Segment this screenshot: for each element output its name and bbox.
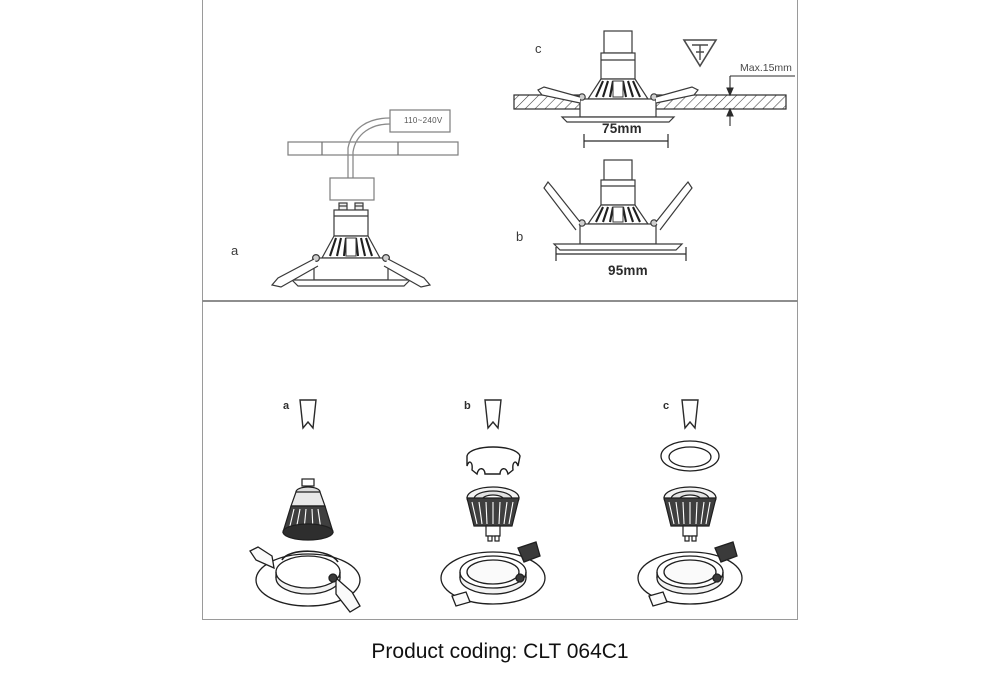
dimension-95mm: 95mm <box>608 263 648 278</box>
panel-divider <box>202 300 798 302</box>
diagram-c-svg <box>513 30 795 148</box>
triangle-marker <box>682 39 718 68</box>
diagram-frame <box>202 0 798 620</box>
max-thickness-label: Max.15mm <box>740 62 792 74</box>
diagram-c-label: c <box>535 41 542 56</box>
voltage-label: 110~240V <box>404 116 443 125</box>
step-a-label: a <box>283 400 290 412</box>
diagram-a-label: a <box>231 243 239 258</box>
diagram-b-svg <box>543 159 693 261</box>
diagram-b-label: b <box>516 229 524 244</box>
dimension-75mm: 75mm <box>602 121 642 136</box>
step-b-label: b <box>464 400 471 412</box>
step-c-label: c <box>663 400 670 412</box>
diagram-a-svg <box>270 109 459 288</box>
product-coding-caption: Product coding: CLT 064C1 <box>371 640 629 663</box>
